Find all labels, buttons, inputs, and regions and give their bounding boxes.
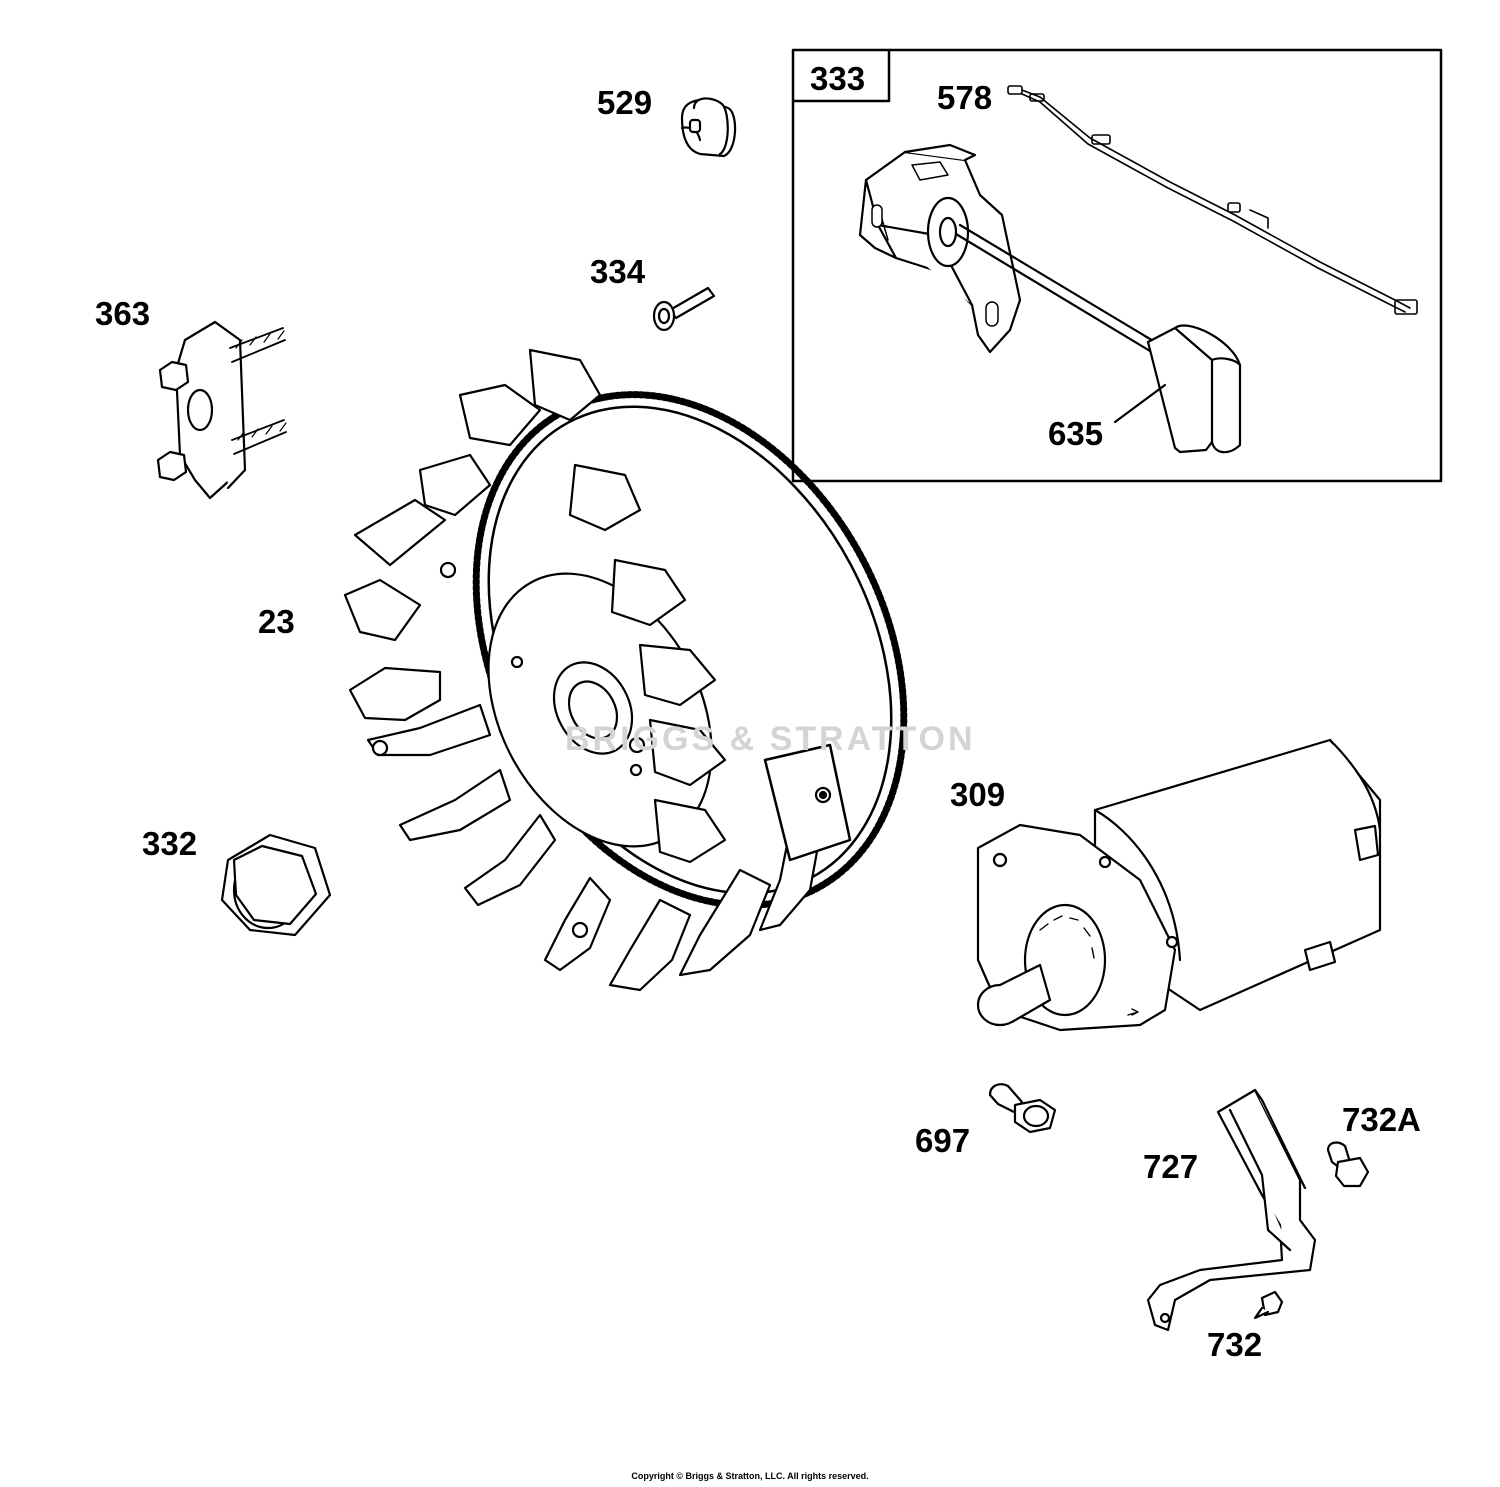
callout-529: 529: [597, 84, 653, 121]
wire-harness-drawing: [1007, 85, 1418, 315]
callout-727: 727: [1143, 1148, 1199, 1185]
callout-309: 309: [950, 776, 1006, 813]
pin-732-drawing: [1253, 1290, 1284, 1320]
callout-332: 332: [142, 825, 198, 862]
nut-332-drawing: [220, 833, 332, 937]
bracket-363-drawing: [156, 320, 287, 500]
bracket-727-drawing: [1146, 1088, 1317, 1332]
copyright-notice: Copyright © Briggs & Stratton, LLC. All …: [631, 1471, 869, 1481]
screw-732a-drawing: [1326, 1141, 1370, 1188]
callout-334: 334: [590, 253, 646, 290]
callout-635: 635: [1048, 415, 1104, 452]
callout-697: 697: [915, 1122, 971, 1159]
callout-578: 578: [937, 79, 993, 116]
callout-23: 23: [258, 603, 295, 640]
spark-plug-wire-drawing: [954, 223, 1242, 454]
kit-box: [791, 48, 1443, 483]
starter-motor-drawing: [976, 738, 1382, 1032]
screw-697-drawing: [988, 1083, 1057, 1134]
callout-732: 732: [1207, 1326, 1263, 1363]
callout-363: 363: [95, 295, 151, 332]
callout-732a: 732A: [1342, 1101, 1421, 1138]
watermark: BRIGGS & STRATTON: [565, 720, 976, 758]
screw-334-drawing: [652, 286, 716, 332]
ignition-armature-drawing: [858, 143, 1022, 354]
kit-label-333: 333: [810, 60, 866, 97]
grommet-drawing: [680, 97, 737, 158]
flywheel-drawing: [343, 348, 908, 992]
